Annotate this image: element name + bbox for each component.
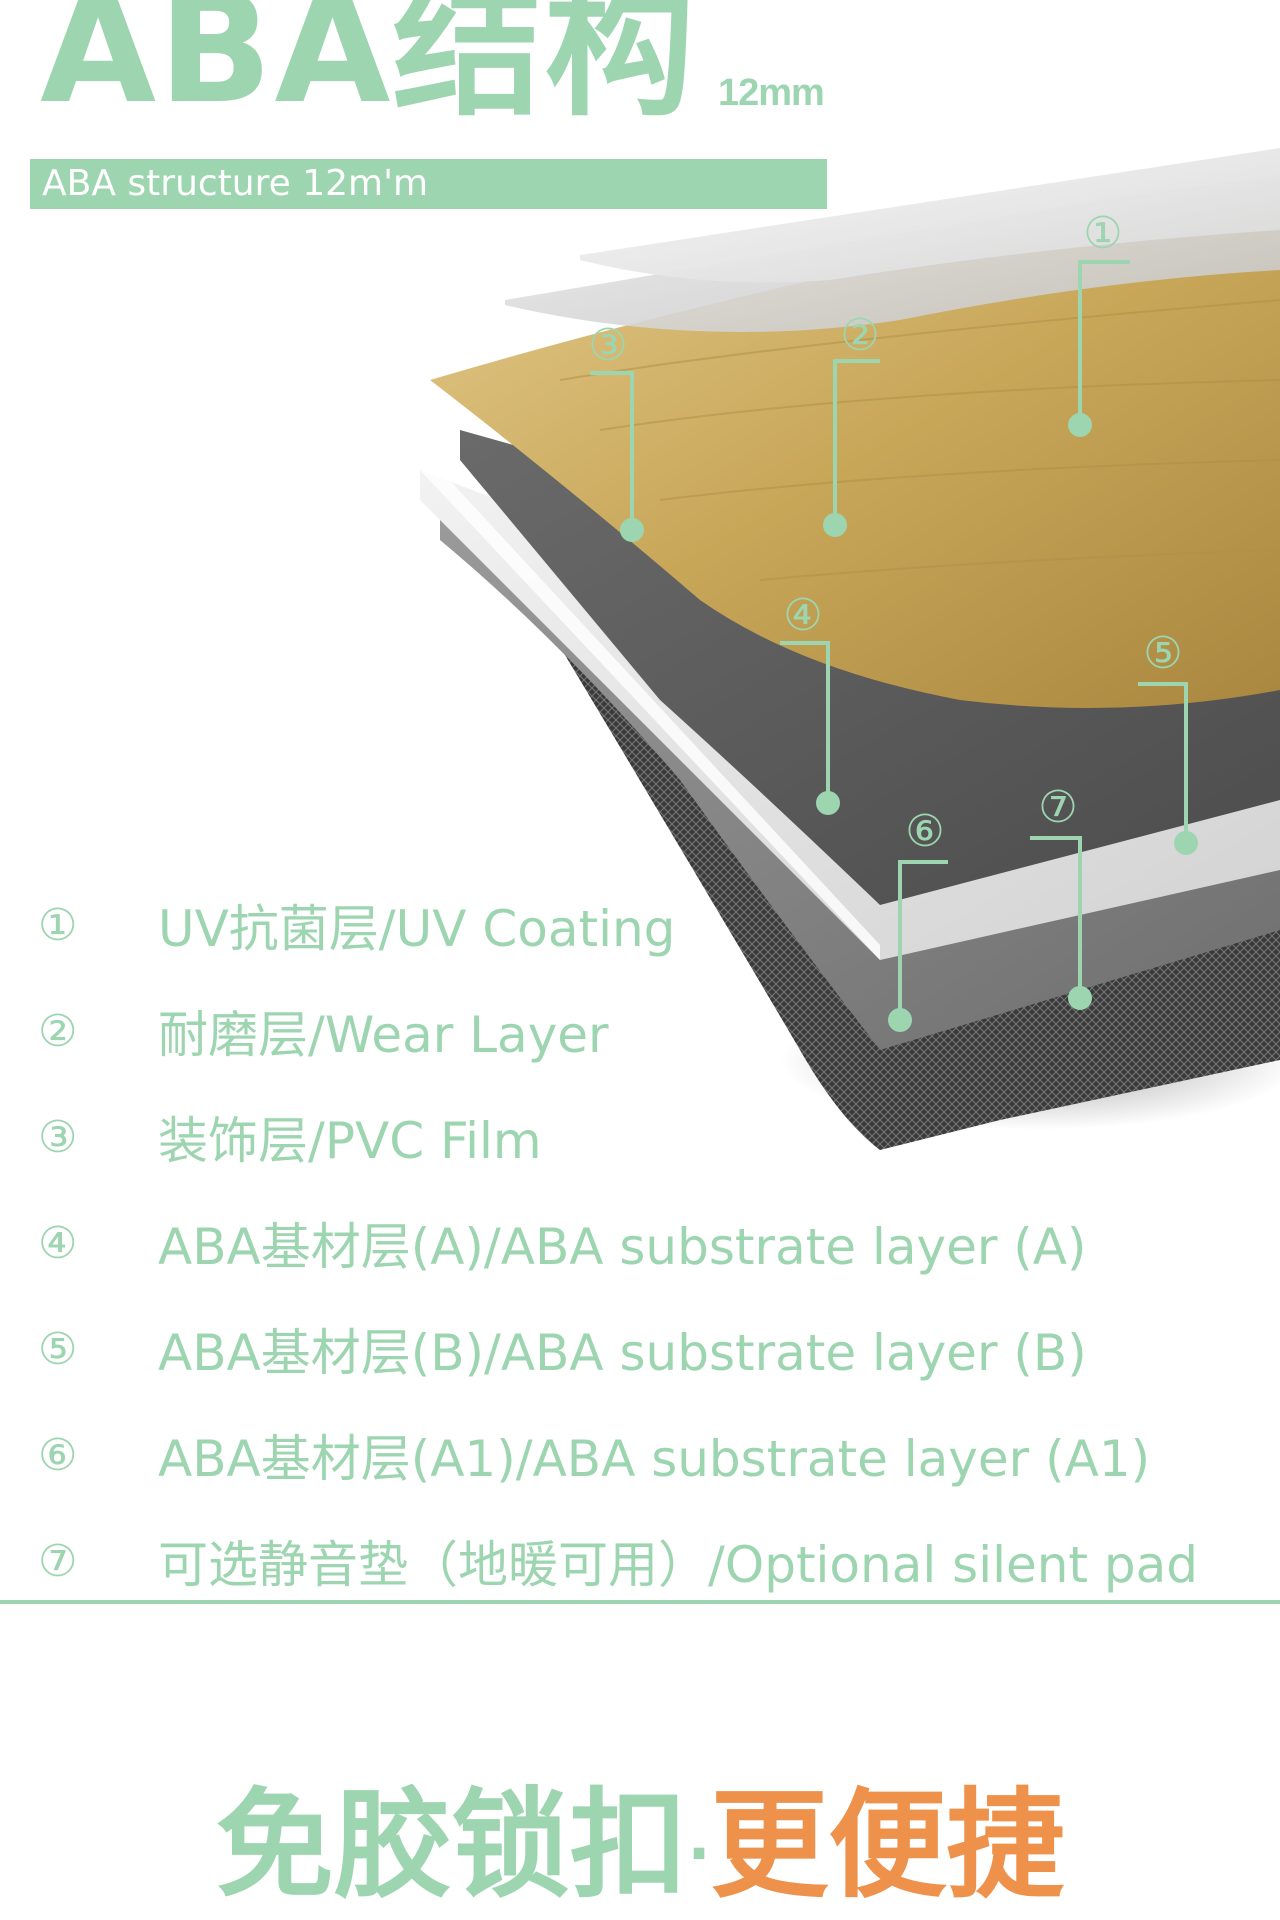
callout-dot-1	[1068, 413, 1092, 437]
callout-dot-7	[1068, 986, 1092, 1010]
legend-label: ABA基材层(B)/ABA substrate layer (B)	[158, 1324, 1087, 1382]
section-divider	[0, 1600, 1280, 1604]
slogan-part-2: 更便捷	[710, 1776, 1065, 1914]
callout-dot-4	[816, 791, 840, 815]
legend-number: ⑦	[38, 1535, 78, 1587]
legend-number: ②	[38, 1005, 78, 1057]
callout-num-6: ⑥	[905, 806, 944, 857]
legend-label: 装饰层/PVC Film	[158, 1112, 542, 1170]
legend-item: ③ 装饰层/PVC Film	[38, 1084, 1258, 1190]
callout-line-5	[1138, 682, 1188, 843]
layer-legend: ① UV抗菌层/UV Coating ② 耐磨层/Wear Layer ③ 装饰…	[38, 872, 1258, 1614]
page-title: ABA结构	[40, 0, 697, 137]
legend-item: ④ ABA基材层(A)/ABA substrate layer (A)	[38, 1190, 1258, 1296]
callout-line-1	[1078, 260, 1130, 425]
slogan-separator: ·	[687, 1818, 711, 1889]
legend-item: ⑤ ABA基材层(B)/ABA substrate layer (B)	[38, 1296, 1258, 1402]
callout-dot-5	[1174, 831, 1198, 855]
callout-num-5: ⑤	[1143, 628, 1182, 679]
slogan-part-1: 免胶锁扣	[215, 1776, 688, 1914]
legend-item: ② 耐磨层/Wear Layer	[38, 978, 1258, 1084]
callout-line-2	[833, 359, 880, 525]
legend-number: ⑥	[38, 1429, 78, 1481]
slogan: 免胶锁扣·更便捷	[0, 1780, 1280, 1919]
callout-num-3: ③	[588, 320, 627, 371]
callout-num-4: ④	[783, 590, 822, 641]
callout-dot-2	[823, 513, 847, 537]
legend-item: ① UV抗菌层/UV Coating	[38, 872, 1258, 978]
callout-line-4	[780, 641, 830, 803]
callout-num-7: ⑦	[1038, 782, 1077, 833]
subtitle-text: ABA structure 12m'm	[42, 163, 429, 204]
legend-number: ④	[38, 1217, 78, 1269]
floor-layer-illustration: ① ② ③ ④ ⑤ ⑥ ⑦	[420, 148, 1280, 1150]
legend-label: ABA基材层(A1)/ABA substrate layer (A1)	[158, 1430, 1151, 1488]
legend-number: ①	[38, 899, 78, 951]
callout-num-2: ②	[840, 310, 879, 361]
legend-item: ⑥ ABA基材层(A1)/ABA substrate layer (A1)	[38, 1402, 1258, 1508]
layer-uv-coating	[580, 148, 1280, 283]
legend-label: UV抗菌层/UV Coating	[158, 900, 676, 958]
legend-label: ABA基材层(A)/ABA substrate layer (A)	[158, 1218, 1087, 1276]
subtitle-bar: ABA structure 12m'm	[30, 159, 827, 209]
legend-number: ⑤	[38, 1323, 78, 1375]
callout-line-6	[898, 860, 948, 1020]
legend-item: ⑦ 可选静音垫（地暖可用）/Optional silent pad	[38, 1508, 1258, 1614]
callout-line-3	[590, 371, 634, 530]
legend-label: 可选静音垫（地暖可用）/Optional silent pad	[158, 1536, 1199, 1594]
legend-label: 耐磨层/Wear Layer	[158, 1006, 609, 1064]
thickness-label: 12mm	[718, 72, 825, 114]
callout-line-7	[1030, 836, 1082, 998]
callout-num-1: ①	[1083, 208, 1122, 259]
legend-number: ③	[38, 1111, 78, 1163]
callout-dot-6	[888, 1008, 912, 1032]
callout-dot-3	[620, 518, 644, 542]
